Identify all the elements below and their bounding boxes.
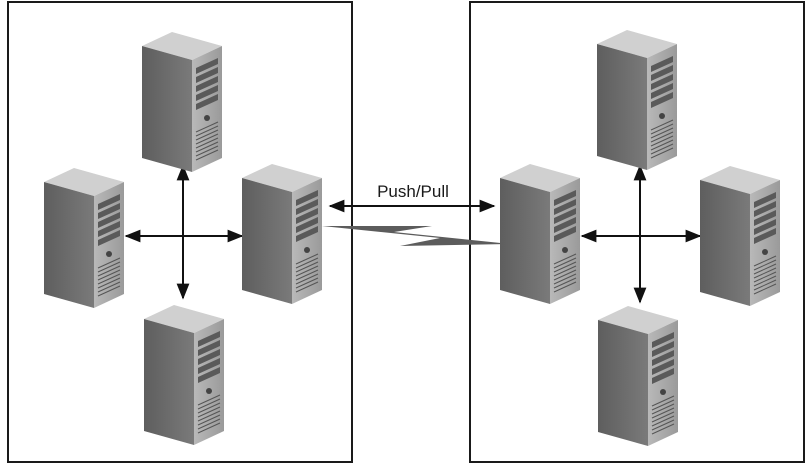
right-site-frame [469,1,805,463]
right-bottom-server-icon [597,305,679,447]
right-hub-server-icon [499,163,581,305]
left-left-server-icon [43,167,125,309]
right-right-server-icon [699,165,781,307]
left-bottom-server-icon [143,304,225,446]
left-hub-server-icon [241,163,323,305]
push-pull-label: Push/Pull [377,182,449,201]
left-top-server-icon [141,31,223,173]
right-top-server-icon [596,29,678,171]
wan-link-bolt [322,226,510,246]
left-site-frame [7,1,353,463]
